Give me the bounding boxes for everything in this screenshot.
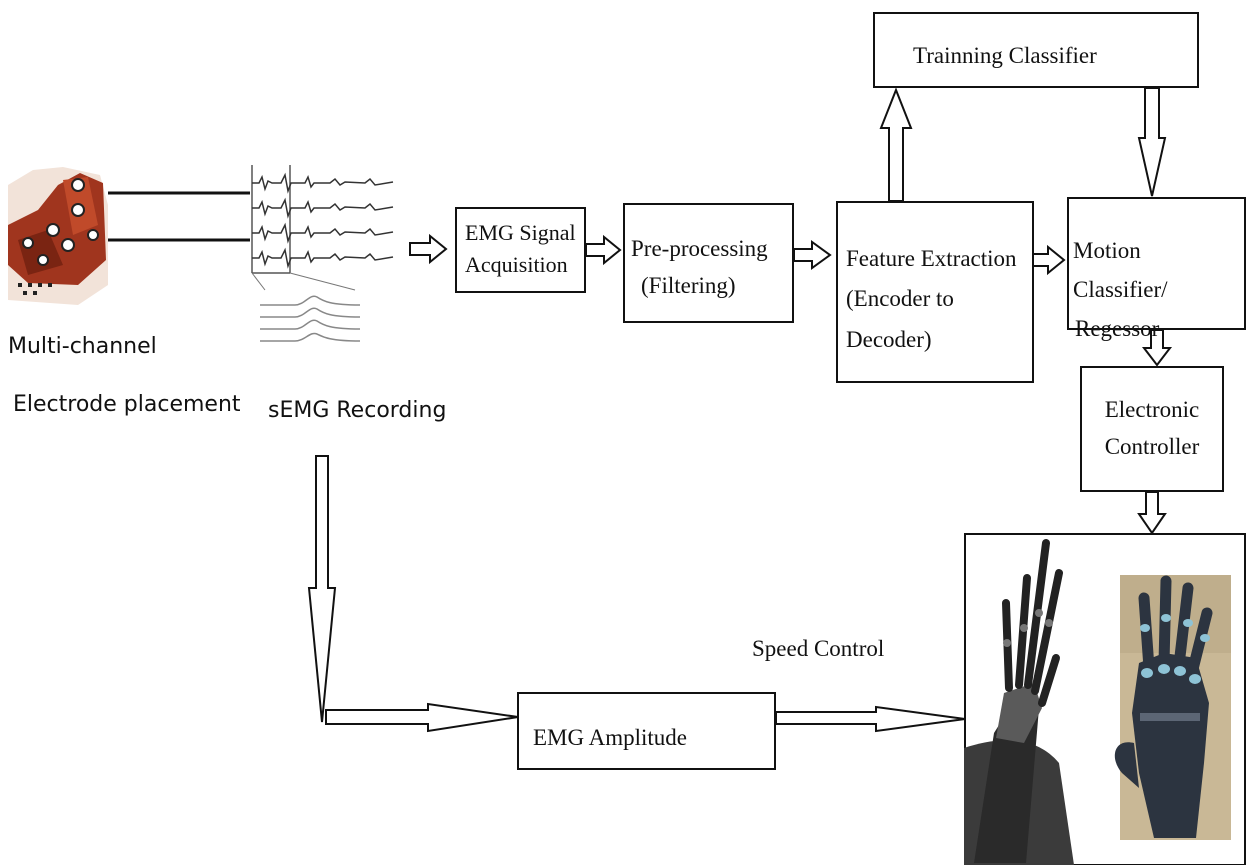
training-classifier-box: Trainning Classifier	[873, 12, 1199, 88]
arrow-preprocessing-to-feature	[794, 242, 830, 268]
motion-line-2: Regessor	[1073, 309, 1240, 348]
arrow-controller-to-hand	[1139, 492, 1165, 533]
emg-signal-acquisition-box: EMG Signal Acquisition	[455, 207, 586, 293]
arrow-recording-to-acquisition	[410, 236, 446, 262]
preprocessing-line-2: (Filtering)	[631, 268, 786, 305]
motion-line-1: Motion Classifier/	[1073, 231, 1240, 309]
acquisition-line-1: EMG Signal	[465, 217, 576, 249]
arrow-feature-to-motion	[1033, 247, 1064, 273]
recording-label: sEMG Recording	[268, 398, 446, 423]
arrow-training-to-motion	[1139, 88, 1165, 196]
emg-amplitude-box: EMG Amplitude	[517, 692, 776, 770]
motion-classifier-box: Motion Classifier/ Regessor	[1067, 197, 1246, 330]
feature-extraction-box: Feature Extraction (Encoder to Decoder)	[836, 201, 1034, 383]
controller-line-1: Electronic	[1082, 392, 1222, 429]
electronic-controller-box: Electronic Controller	[1080, 366, 1224, 492]
acquisition-line-2: Acquisition	[465, 249, 576, 281]
speed-control-label: Speed Control	[752, 636, 884, 662]
arrow-feature-to-training	[881, 90, 911, 201]
semg-recording-traces	[245, 165, 410, 355]
feature-line-3: Decoder)	[846, 320, 1024, 360]
feature-line-1: Feature Extraction	[846, 239, 1024, 279]
preprocessing-box: Pre-processing (Filtering)	[623, 203, 794, 323]
arrow-recording-down	[309, 456, 335, 722]
amplitude-line-1: EMG Amplitude	[533, 722, 774, 754]
electrode-placement-image	[8, 165, 108, 310]
controller-line-2: Controller	[1082, 429, 1222, 466]
preprocessing-line-1: Pre-processing	[631, 231, 786, 268]
training-line-1: Trainning Classifier	[913, 40, 1197, 72]
arrow-acquisition-to-preprocessing	[586, 237, 620, 263]
electrode-label-line2: Electrode placement	[13, 392, 241, 417]
feature-line-2: (Encoder to	[846, 279, 1024, 319]
prosthetic-hand-image	[964, 533, 1246, 865]
electrode-label-line1: Multi-channel	[8, 334, 157, 359]
arrow-bend-to-amplitude	[326, 704, 518, 731]
arrow-amplitude-to-hand	[776, 707, 965, 731]
